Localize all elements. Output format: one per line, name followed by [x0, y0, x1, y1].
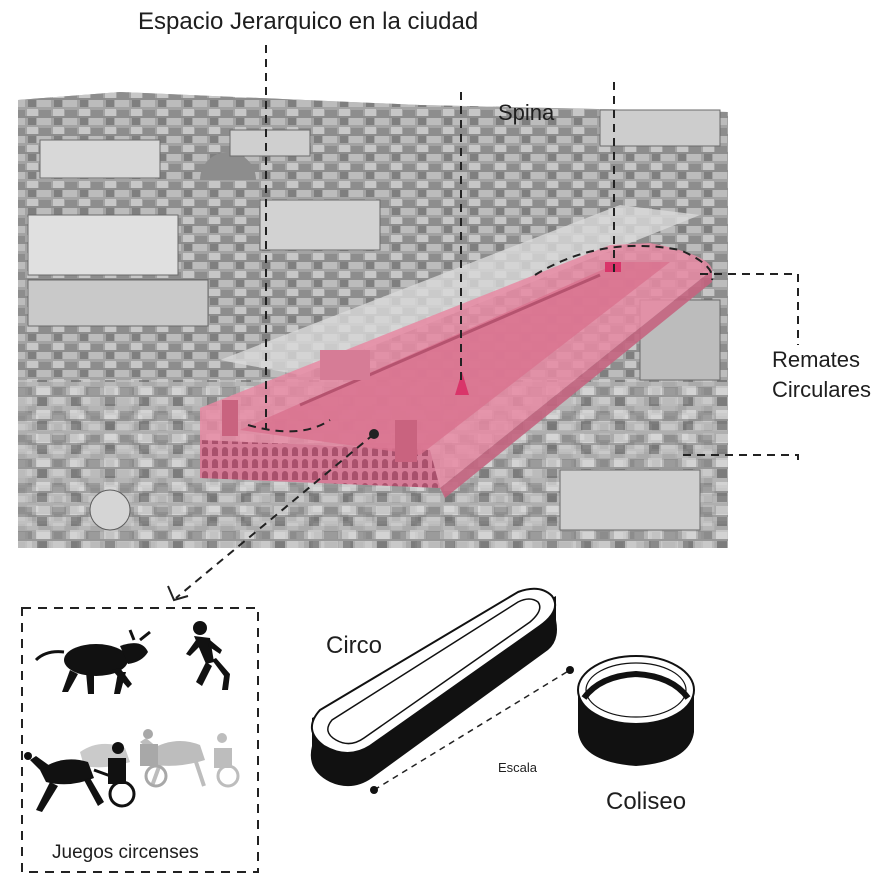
runner-icon — [186, 621, 230, 690]
circo-shape-icon — [310, 587, 557, 787]
coliseo-shape-icon — [577, 655, 695, 766]
coliseo-label: Coliseo — [606, 788, 687, 815]
chariot-icon — [24, 742, 136, 812]
remates-label: Remates Circulares — [772, 345, 871, 405]
diagram-title: Espacio Jerarquico en la ciudad — [138, 8, 479, 35]
circus-highlight — [200, 243, 712, 498]
remates-label-line1: Remates — [772, 347, 861, 372]
spina-marker — [455, 372, 469, 395]
arrow-head — [167, 585, 189, 602]
circo-label: Circo — [326, 632, 383, 659]
faded-chariot-icon — [80, 729, 240, 788]
scale-line — [370, 666, 574, 794]
leader-lines — [175, 45, 799, 599]
juegos-label: Juegos circenses — [52, 842, 199, 863]
bull-icon — [34, 629, 151, 694]
spina-label: Spina — [498, 100, 555, 125]
escala-label: Escala — [498, 760, 538, 775]
remates-label-line2: Circulares — [772, 377, 872, 402]
juegos-panel-frame — [21, 607, 259, 873]
